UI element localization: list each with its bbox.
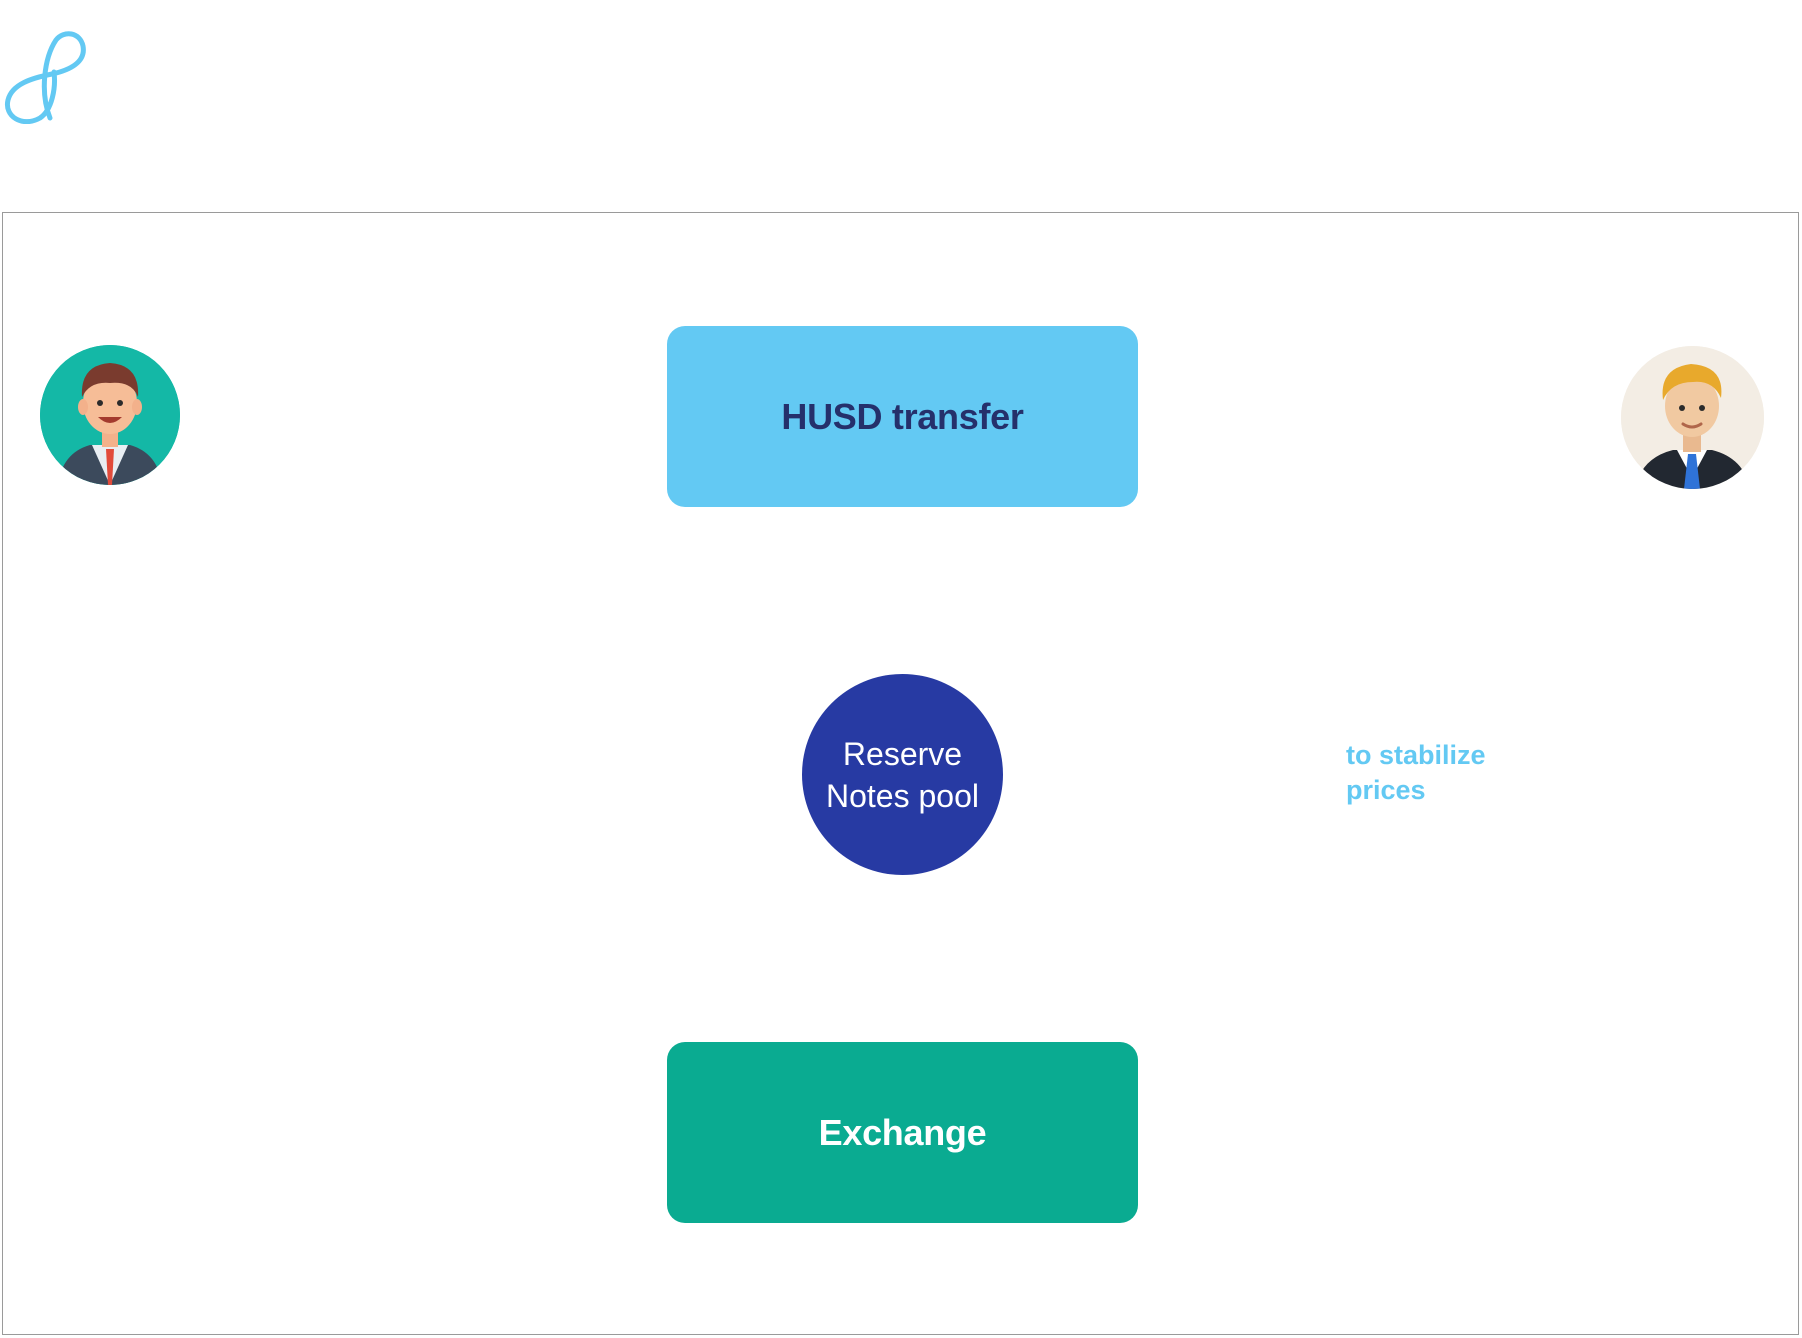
husd-transfer-label: HUSD transfer [781,395,1024,437]
annotation-line1: to stabilize [1346,740,1486,770]
pool-label-line1: Reserve [842,735,963,772]
stabilize-prices-annotation: to stabilize prices [1346,738,1566,808]
brand-logo-icon [0,28,96,125]
husd-transfer-box: HUSD transfer [667,326,1138,507]
exchange-box: Exchange [667,1042,1138,1223]
pool-label-line2: Notes pool [826,777,979,814]
exchange-label: Exchange [818,1111,987,1153]
user-avatar-right-icon [1621,346,1764,489]
reserve-notes-pool-node: Reserve Notes pool [802,674,1003,875]
user-avatar-left-icon [40,345,180,485]
annotation-line2: prices [1346,775,1426,805]
